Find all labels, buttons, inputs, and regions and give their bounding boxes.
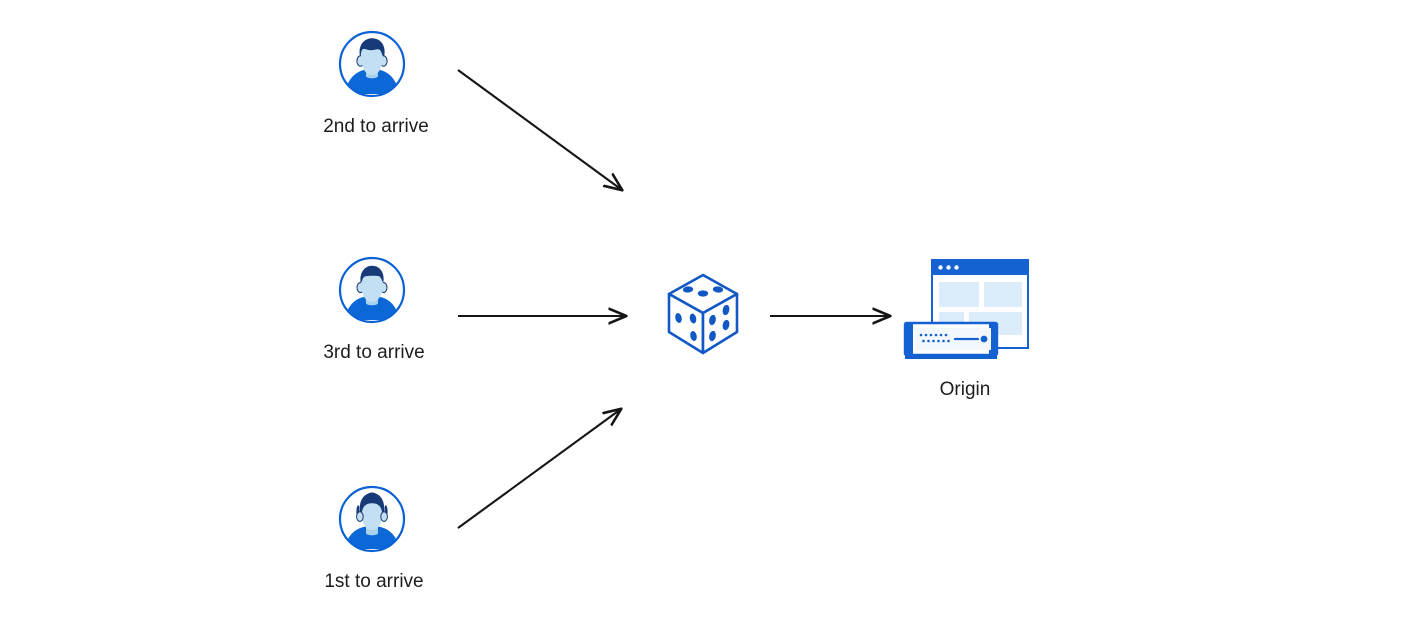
- arrow-2nd-to-dice: [457, 69, 622, 190]
- client-1st-label: 1st to arrive: [324, 571, 424, 592]
- arrow-1st-to-dice: [457, 409, 621, 529]
- server-browser-icon: [893, 255, 1038, 365]
- server-appliance-icon: [903, 321, 999, 359]
- user-avatar-icon: [337, 255, 407, 325]
- origin-label: Origin: [939, 379, 991, 400]
- client-3rd-label: 3rd to arrive: [323, 342, 425, 363]
- dice-icon: [662, 270, 744, 360]
- user-avatar-icon: [337, 29, 407, 99]
- client-2nd-label: 2nd to arrive: [323, 116, 429, 137]
- user-avatar-icon: [337, 484, 407, 554]
